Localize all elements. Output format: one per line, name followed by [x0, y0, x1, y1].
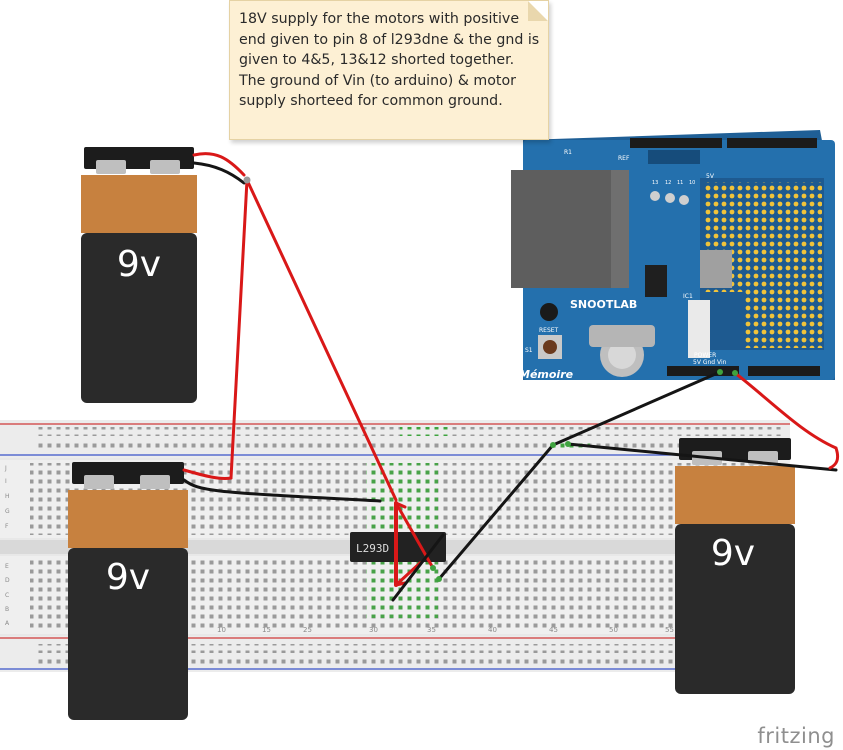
power-pins-label: 5V Gnd Vin [693, 359, 727, 366]
note-fold-corner [528, 1, 548, 21]
note-line: The ground of Vin (to arduino) & motor [239, 72, 516, 89]
s1-label: S1 [525, 347, 533, 354]
col-number: 15 [262, 626, 271, 634]
row-letter-d: D [5, 577, 10, 584]
shield-brand: SNOOTLAB [570, 298, 637, 311]
row-letter-c: C [5, 592, 9, 599]
col-number: 35 [427, 626, 436, 634]
col-number: 55 [665, 626, 674, 634]
col-number: 40 [488, 626, 497, 634]
wires [182, 152, 840, 602]
col-number: 45 [549, 626, 558, 634]
note-line: end given to pin 8 of l293dne & the gnd … [239, 31, 540, 48]
row-letter-a: A [5, 620, 10, 627]
row-letter-e: E [5, 563, 9, 570]
battery-label: 9v [106, 557, 150, 598]
power-label: POWER [694, 352, 716, 359]
battery-label: 9v [117, 244, 161, 285]
arduino-shield: SNOOTLAB Mémoire RESET S1 IC1 POWER 5V G… [511, 130, 835, 381]
ic1-label: IC1 [683, 293, 693, 300]
note-line: 18V supply for the motors with positive [239, 11, 520, 27]
shield-logo: Mémoire [519, 368, 574, 381]
battery-label: 9v [711, 533, 755, 574]
row-letter-g: G [5, 508, 10, 515]
row-letter-i: I [5, 478, 7, 485]
pin-label: 11 [677, 180, 683, 186]
col-number: 10 [217, 626, 226, 634]
col-number: 30 [369, 626, 378, 634]
ref-label: REF [618, 155, 630, 162]
battery-top-left: 9v [81, 147, 197, 403]
ic-label: L293D [356, 542, 389, 555]
pin-label: 10 [689, 180, 695, 186]
row-letter-b: B [5, 606, 9, 613]
r1-label: R1 [564, 149, 572, 156]
pin-label: 12 [665, 180, 671, 186]
note-card[interactable]: 18V supply for the motors with positive … [229, 0, 549, 140]
row-letter-h: H [5, 493, 10, 500]
note-line: supply shorteed for common ground. [239, 93, 503, 109]
pin-label: 13 [652, 180, 658, 186]
battery-bottom-left: 9v [68, 462, 188, 720]
col-number: 25 [303, 626, 312, 634]
reset-label: RESET [539, 327, 559, 334]
row-letter-j: J [4, 465, 7, 472]
5v-label: 5V [706, 173, 715, 180]
note-line: given to 4&5, 13&12 shorted together. [239, 52, 515, 68]
row-letter-f: F [5, 523, 9, 530]
col-number: 50 [609, 626, 618, 634]
battery-right: 9v [675, 438, 795, 694]
fritzing-logo: fritzing [757, 724, 835, 748]
